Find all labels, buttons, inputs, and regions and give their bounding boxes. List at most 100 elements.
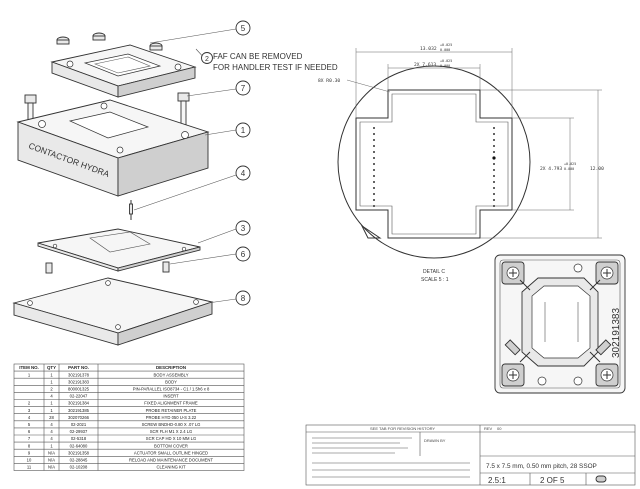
bom-cell: 02-64080 bbox=[70, 443, 88, 448]
bom-cell: 302191384 bbox=[68, 401, 90, 406]
sheet-number: 2 OF 5 bbox=[540, 476, 565, 485]
bom-cell: 1 bbox=[50, 401, 53, 406]
callout-5 bbox=[235, 20, 251, 36]
bom-cell: 4 bbox=[28, 415, 31, 420]
callout-4-label: 4 bbox=[241, 169, 246, 178]
bom-cell: 11 bbox=[27, 465, 32, 470]
bom-cell: PROBE HYD 050 U-S 3.22 bbox=[146, 415, 197, 420]
bom-cell: 1 bbox=[50, 408, 53, 413]
bom-cell: ACTUATOR SMALL OUTLINE HINGED bbox=[134, 450, 208, 455]
bom-cell: 2 bbox=[28, 401, 31, 406]
dim-mid-tol-upper: +0.025 bbox=[440, 59, 452, 63]
callout-balloons: 5 2 7 1 4 3 6 8 bbox=[133, 20, 251, 306]
bom-header-cell: QTY bbox=[47, 365, 56, 370]
probe-pin bbox=[129, 200, 133, 220]
bom-cell: 3 bbox=[28, 408, 31, 413]
detail-c-view: 13.032 +0.025 0.000 2X 7.613 +0.025 0.00… bbox=[318, 43, 604, 283]
dim-side: 2X 4.793 bbox=[540, 166, 562, 172]
dim-side-tol-upper: +0.025 bbox=[564, 162, 576, 166]
bom-cell: 02-28845 bbox=[70, 458, 88, 463]
bom-cell: 02-22047 bbox=[70, 394, 88, 399]
dim-top: 13.032 bbox=[420, 46, 437, 52]
drawing-description: 7.5 x 7.5 mm, 0.50 mm pitch, 28 SSOP bbox=[486, 463, 597, 470]
bom-cell: 302070266 bbox=[68, 415, 90, 420]
bom-cell: RELOAD AND MAINTENANCE DOCUMENT bbox=[129, 458, 213, 463]
bom-cell: 02-10208 bbox=[70, 465, 88, 470]
dim-top-tol-upper: +0.025 bbox=[440, 43, 452, 47]
bom-cell: 4 bbox=[50, 422, 53, 427]
bom-cell: CLEANING KIT bbox=[156, 465, 186, 470]
bom-cell: N/A bbox=[48, 458, 55, 463]
detail-dimensions: 13.032 +0.025 0.000 2X 7.613 +0.025 0.00… bbox=[318, 43, 604, 239]
callout-6 bbox=[235, 246, 251, 262]
bom-header-cell: ITEM NO. bbox=[19, 365, 39, 370]
bottom-cover bbox=[12, 277, 214, 346]
bom-cell: INSERT bbox=[163, 394, 179, 399]
rev-label: REV bbox=[484, 426, 493, 431]
part-mark: 302191383 bbox=[611, 308, 622, 358]
dim-height: 12.00 bbox=[590, 166, 604, 172]
bom-cell: 4 bbox=[50, 436, 53, 441]
callout-5-label: 5 bbox=[241, 24, 246, 33]
bom-cell: 02-2021 bbox=[71, 422, 87, 427]
bom-cell: PROBE RETAINER PLATE bbox=[146, 408, 197, 413]
callout-8-label: 8 bbox=[241, 294, 246, 303]
detail-label: DETAIL C bbox=[423, 269, 445, 275]
callout-7 bbox=[235, 80, 251, 96]
callout-2 bbox=[201, 52, 213, 64]
dim-top-tol-lower: 0.000 bbox=[440, 48, 450, 52]
faf-note: FAF CAN BE REMOVED FOR HANDLER TEST IF N… bbox=[195, 48, 338, 72]
title-block: SEE TAB FOR REVISION HISTORY REV 00 DRAW… bbox=[305, 424, 636, 486]
detail-scale: SCALE 5 : 1 bbox=[421, 277, 449, 283]
callout-4 bbox=[235, 165, 251, 181]
probe-row-left bbox=[373, 127, 375, 207]
bom-cell: 2 bbox=[50, 387, 53, 392]
dim-side-tol-lower: 0.000 bbox=[564, 167, 574, 171]
bom-cell: 302191385 bbox=[68, 408, 90, 413]
bom-cell: BODY bbox=[165, 379, 177, 384]
bom-cell: N/A bbox=[48, 450, 55, 455]
rev-value: 00 bbox=[497, 426, 502, 431]
contactor-body: CONTACTOR HYDRA bbox=[16, 99, 210, 197]
bom-cell: SCR FLH M1 X 2.4 LG bbox=[150, 429, 193, 434]
bom-cell: PIN-PARALLEL ISO8734 - C1 / 1.5h6 x 8 bbox=[133, 387, 210, 392]
bom-cell: SCR CAP HD X 10 MM LG bbox=[146, 436, 196, 441]
bom-cell: 7 bbox=[28, 436, 31, 441]
callout-1-label: 1 bbox=[241, 126, 246, 135]
bom-cell: 28 bbox=[49, 415, 54, 420]
callout-8 bbox=[235, 290, 251, 306]
exploded-assembly-view: CONTACTOR HYDRA bbox=[12, 32, 214, 346]
bom-cell: BODY ASSEMBLY bbox=[154, 372, 189, 377]
bom-header-cell: PART NO. bbox=[68, 365, 89, 370]
bom-cell: 302191378 bbox=[68, 372, 90, 377]
faf-note-line-1: FAF CAN BE REMOVED bbox=[213, 52, 303, 61]
bom-cell: BOTTOM COVER bbox=[154, 443, 188, 448]
bom-cell: 02-5318 bbox=[71, 436, 87, 441]
bom-cell: 4 bbox=[50, 394, 53, 399]
probe-retainer-plate bbox=[37, 228, 201, 272]
dim-mid: 2X 7.613 bbox=[414, 62, 436, 68]
body-top-view: 302191383 bbox=[494, 254, 626, 394]
alignment-frame bbox=[50, 44, 197, 98]
bom-cell: SCREW BNDHD-0.80 X .07 LG bbox=[142, 422, 201, 427]
bom-cell: 5 bbox=[28, 422, 31, 427]
bom-cell: 10 bbox=[27, 458, 32, 463]
bom-cell: 1 bbox=[28, 372, 31, 377]
bom-cell: 02-29937 bbox=[70, 429, 88, 434]
frame-screws bbox=[56, 32, 163, 51]
bom-header-cell: DESCRIPTION bbox=[156, 365, 186, 370]
bom-cell: 302191358 bbox=[68, 450, 90, 455]
bom-cell: N/A bbox=[48, 465, 55, 470]
bom-cell: 4 bbox=[50, 429, 53, 434]
drawn-label: DRAWN BY bbox=[424, 438, 446, 443]
bom-cell: 1 bbox=[50, 379, 53, 384]
callout-7-label: 7 bbox=[241, 84, 246, 93]
bom-cell: 800001325 bbox=[68, 387, 90, 392]
bom-cell: 9 bbox=[28, 450, 31, 455]
bom-cell: 1 bbox=[50, 443, 53, 448]
corner-screws bbox=[501, 261, 619, 387]
dim-radius: 8X R0.30 bbox=[318, 78, 340, 84]
callout-1 bbox=[235, 122, 251, 138]
